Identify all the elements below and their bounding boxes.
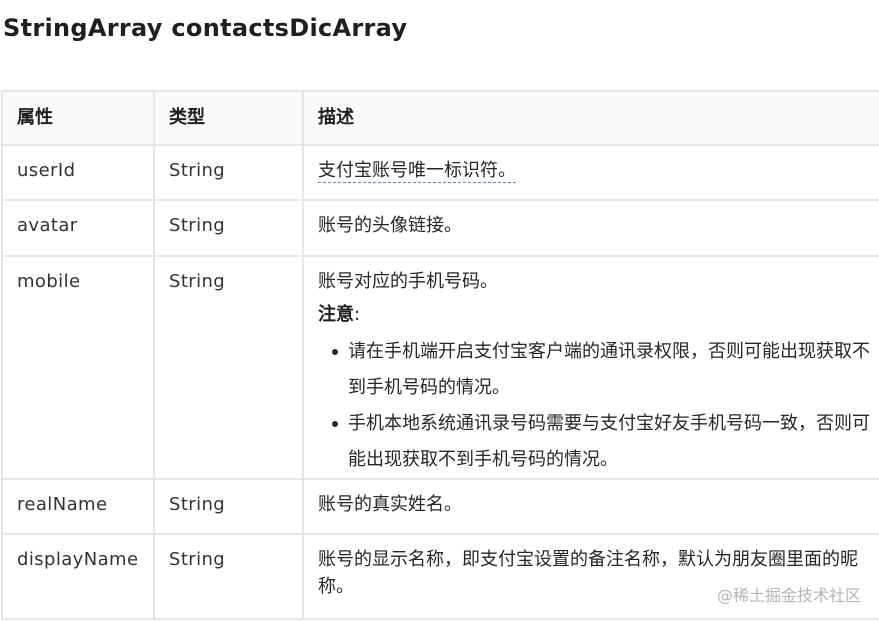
property-name: displayName: [1, 533, 155, 620]
watermark: @稀土掘金技术社区: [716, 586, 861, 605]
property-description: 支付宝账号唯一标识符。: [302, 144, 879, 201]
table-row: displayName String 账号的显示名称，即支付宝设置的备注名称，默…: [1, 533, 879, 620]
property-description: 账号对应的手机号码。 注意: 请在手机端开启支付宝客户端的通讯录权限，否则可能出…: [302, 255, 879, 480]
property-type: String: [153, 255, 304, 480]
property-type: String: [153, 533, 304, 620]
property-name: realName: [1, 478, 155, 535]
note-label: 注意: [318, 304, 354, 325]
table-row: mobile String 账号对应的手机号码。 注意: 请在手机端开启支付宝客…: [1, 255, 879, 480]
property-name: userId: [1, 144, 155, 201]
note-list: 请在手机端开启支付宝客户端的通讯录权限，否则可能出现获取不到手机号码的情况。 手…: [318, 334, 877, 478]
description-text: 账号对应的手机号码。: [318, 271, 498, 292]
table-row: userId String 支付宝账号唯一标识符。: [1, 144, 879, 201]
property-name: mobile: [1, 255, 155, 480]
glossary-term-link[interactable]: 支付宝账号唯一标识符。: [318, 160, 516, 183]
property-description: 账号的真实姓名。: [302, 478, 879, 535]
property-name: avatar: [1, 199, 155, 257]
header-property: 属性: [1, 90, 155, 146]
table-row: realName String 账号的真实姓名。: [1, 478, 879, 535]
note-line: 注意:: [318, 301, 877, 328]
note-colon: :: [354, 304, 361, 325]
properties-table: 属性 类型 描述 userId String 支付宝账号唯一标识符。 avata…: [1, 90, 879, 620]
section-title: StringArray contactsDicArray: [3, 14, 408, 42]
table-header-row: 属性 类型 描述: [1, 90, 879, 146]
table-row: avatar String 账号的头像链接。: [1, 199, 879, 257]
property-type: String: [153, 478, 304, 535]
list-item: 请在手机端开启支付宝客户端的通讯录权限，否则可能出现获取不到手机号码的情况。: [332, 334, 877, 406]
property-description: 账号的头像链接。: [302, 199, 879, 257]
property-description: 账号的显示名称，即支付宝设置的备注名称，默认为朋友圈里面的昵称。: [302, 533, 879, 620]
list-item: 手机本地系统通讯录号码需要与支付宝好友手机号码一致，否则可能出现获取不到手机号码…: [332, 406, 877, 478]
header-type: 类型: [153, 90, 304, 146]
property-type: String: [153, 144, 304, 201]
property-type: String: [153, 199, 304, 257]
header-description: 描述: [302, 90, 879, 146]
